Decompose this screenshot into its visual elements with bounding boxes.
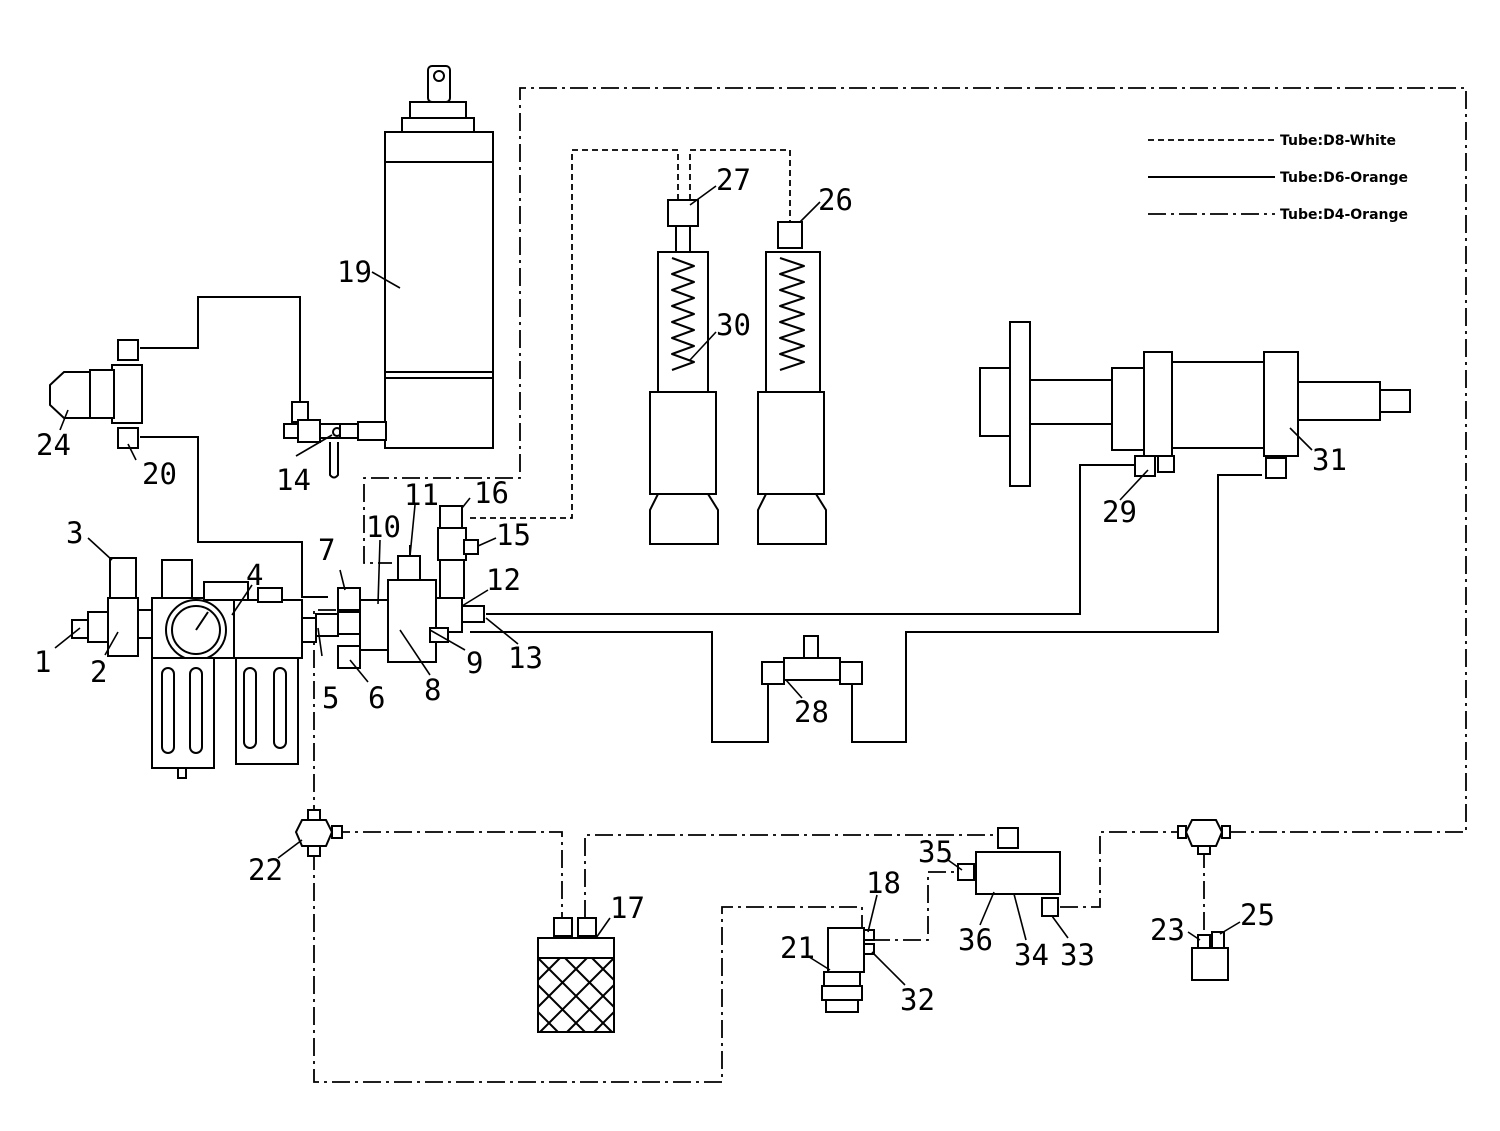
part-number-13: 13	[508, 641, 543, 675]
part-number-11: 11	[404, 478, 439, 512]
part-number-4: 4	[246, 558, 263, 592]
valve-14	[283, 401, 387, 479]
part-number-27: 27	[716, 163, 751, 197]
part-number-9: 9	[466, 646, 483, 680]
part-number-1: 1	[34, 645, 51, 679]
legend: Tube:D8-White Tube:D6-Orange Tube:D4-Ora…	[1148, 133, 1408, 223]
tube-d6-13-to-28	[470, 631, 769, 743]
silencer-17	[537, 917, 615, 1033]
tube-d4-18-to-35	[872, 871, 958, 941]
tube-d6-28-to-31	[851, 474, 1262, 743]
tubes-d6-orange	[140, 296, 1262, 743]
legend-d8-label: Tube:D8-White	[1280, 133, 1396, 149]
tubes-d8-white	[470, 149, 791, 519]
tube-d8-27-to-26	[689, 149, 791, 222]
part-number-8: 8	[424, 673, 441, 707]
tube-d4-6-to-22	[313, 609, 336, 812]
tee-upper	[1177, 819, 1231, 855]
part-number-3: 3	[66, 516, 83, 550]
part-number-6: 6	[368, 681, 385, 715]
tube-d6-13-to-29	[486, 464, 1135, 615]
part-numbers: 1 2 3 4 5 6 7 8 9 10 11 12 13 14 15 16 1…	[34, 163, 1347, 1017]
cylinder-31	[979, 321, 1411, 487]
valve-21	[821, 927, 875, 1013]
part-number-5: 5	[322, 681, 339, 715]
tube-d4-22-to-18	[313, 852, 863, 1083]
frl-unit	[71, 557, 317, 779]
part-number-2: 2	[90, 655, 107, 689]
part-number-23: 23	[1150, 913, 1185, 947]
valve-24	[49, 339, 143, 449]
part-number-14: 14	[276, 463, 311, 497]
part-number-12: 12	[486, 563, 521, 597]
part-number-7: 7	[318, 533, 335, 567]
part-number-31: 31	[1312, 443, 1347, 477]
cylinder-30	[649, 199, 719, 545]
part-number-28: 28	[794, 695, 829, 729]
part-number-35: 35	[918, 835, 953, 869]
tube-d6-20-to-7	[140, 436, 328, 598]
leader-lines	[54, 185, 1313, 986]
tube-d4-33-to-tee	[1060, 831, 1180, 908]
part-number-17: 17	[610, 891, 645, 925]
part-number-36: 36	[958, 923, 993, 957]
part-number-26: 26	[818, 183, 853, 217]
flow-control-28	[761, 635, 863, 685]
part-number-34: 34	[1014, 938, 1049, 972]
cylinder-19	[384, 65, 494, 449]
part-number-30: 30	[716, 308, 751, 342]
valve-23	[1191, 931, 1229, 981]
part-number-24: 24	[36, 428, 71, 462]
part-number-25: 25	[1240, 898, 1275, 932]
valve-36	[957, 827, 1061, 917]
tube-d8-16-to-27	[470, 149, 679, 519]
part-number-21: 21	[780, 931, 815, 965]
part-number-22: 22	[248, 853, 283, 887]
part-number-20: 20	[142, 457, 177, 491]
cylinder-26	[757, 221, 827, 545]
legend-d6-label: Tube:D6-Orange	[1280, 170, 1408, 186]
tube-d4-loop-to-10	[363, 87, 1467, 833]
tee-22	[294, 809, 343, 857]
part-number-16: 16	[474, 476, 509, 510]
part-number-10: 10	[366, 510, 401, 544]
part-number-33: 33	[1060, 938, 1095, 972]
part-number-29: 29	[1102, 495, 1137, 529]
tube-d6-24-to-14	[140, 296, 301, 410]
part-number-18: 18	[866, 866, 901, 900]
part-number-15: 15	[496, 518, 531, 552]
part-number-19: 19	[337, 255, 372, 289]
part-number-32: 32	[900, 983, 935, 1017]
tube-d4-22-to-17a	[332, 831, 563, 918]
legend-d4-label: Tube:D4-Orange	[1280, 207, 1408, 223]
